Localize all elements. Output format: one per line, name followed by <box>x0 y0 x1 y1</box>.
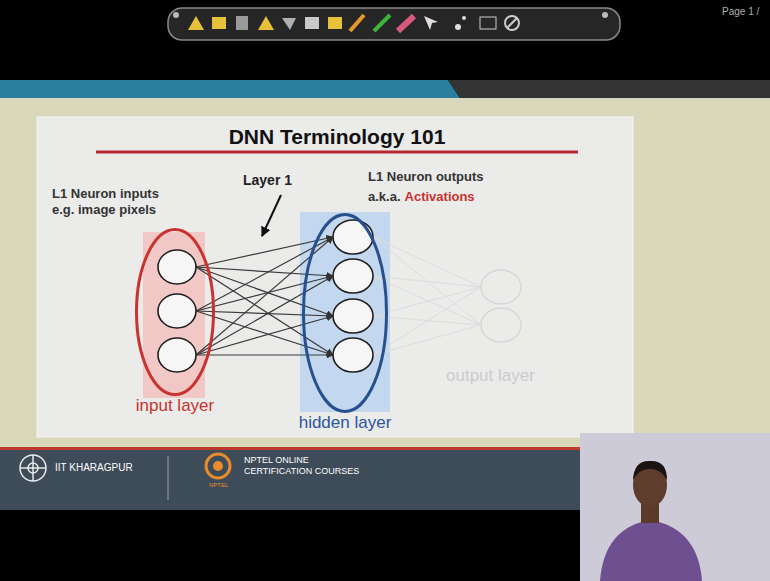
connection-line <box>373 276 481 325</box>
logo-ring <box>206 454 230 478</box>
input-layer-fill <box>143 232 205 398</box>
layer-label: hidden layer <box>299 413 392 433</box>
toolbar-dot <box>602 12 608 18</box>
toolbar <box>168 8 620 40</box>
logo-ring <box>20 455 46 481</box>
connection-line <box>196 354 333 355</box>
logo-spoke <box>32 455 34 481</box>
layer-outline <box>302 213 388 413</box>
hidden-layer-fill <box>300 212 390 412</box>
footer-separator <box>168 456 169 500</box>
toolbar-icon <box>507 18 517 28</box>
annotation-group: L1 Neuron outputs a.k.a.Activations <box>368 166 520 206</box>
pencil-icon <box>350 15 364 31</box>
iit-logo <box>20 455 46 481</box>
faded-layer-label: output layer <box>446 366 535 386</box>
faint-connections <box>373 237 481 355</box>
nptel-logo <box>206 454 230 478</box>
neuron <box>481 270 521 304</box>
toolbar-icon <box>505 16 519 30</box>
institute-name: IIT KHARAGPUR <box>55 462 133 474</box>
toolbar-icon <box>258 16 274 30</box>
logo-caption: NPTEL <box>209 482 228 489</box>
neuron <box>481 308 521 342</box>
input-layer-ellipse: input layer <box>133 228 218 416</box>
toolbar-icon <box>305 17 319 29</box>
toolbar-icon <box>282 18 296 30</box>
connection-line <box>196 311 333 355</box>
toolbar-icon <box>328 17 342 29</box>
toolbar-bar <box>168 8 620 40</box>
title-underline <box>96 151 578 154</box>
logo-core <box>213 461 223 471</box>
title-band <box>0 80 460 98</box>
highlight-term: Activations <box>405 189 475 204</box>
layer-ellipse <box>137 230 214 395</box>
presenter-video <box>580 433 770 581</box>
neuron <box>333 220 373 254</box>
layer-label: Layer 1 <box>243 172 292 189</box>
toolbar-dot <box>173 12 179 18</box>
page-number: Page 1 / <box>722 6 759 18</box>
toolbar-icon <box>212 17 226 29</box>
toolbar-icon <box>236 16 248 30</box>
leader-arrow <box>262 195 281 236</box>
toolbar-icon <box>462 16 466 20</box>
layer-ellipse <box>304 215 387 412</box>
presenter-hair <box>633 461 667 480</box>
video-background <box>580 433 770 581</box>
pen-icon <box>374 15 390 31</box>
layer-outline <box>135 228 215 396</box>
connection-line <box>373 325 481 355</box>
toolbar-icon <box>455 24 461 30</box>
connection-line <box>196 316 333 355</box>
faint-neurons <box>481 270 521 342</box>
neuron <box>158 294 196 328</box>
presenter-shirt <box>600 520 702 581</box>
toolbar-icon <box>480 17 496 29</box>
layer-label: input layer <box>136 396 214 416</box>
toolbar-icon <box>188 16 204 30</box>
neurons <box>158 220 373 372</box>
connection-line <box>373 276 481 287</box>
hidden-layer-ellipse: hidden layer <box>296 213 395 433</box>
neuron <box>333 259 373 293</box>
connection-line <box>373 287 481 355</box>
connection-line <box>196 276 333 355</box>
neuron <box>333 338 373 372</box>
slide-title: DNN Terminology 101 <box>137 124 537 149</box>
connection-line <box>373 237 481 287</box>
neuron <box>158 250 196 284</box>
connection-line <box>373 237 481 325</box>
connection-line <box>196 276 333 311</box>
neuron <box>333 299 373 333</box>
slide-background <box>0 98 770 450</box>
connection-line <box>196 267 333 355</box>
slide-panel <box>37 117 633 437</box>
course-name: NPTEL ONLINE CERTIFICATION COURSES <box>244 455 376 477</box>
pointer-icon <box>424 16 438 30</box>
connection-line <box>373 287 481 316</box>
neuron <box>158 338 196 372</box>
title-band-dark <box>448 80 770 98</box>
eraser-icon <box>398 16 414 31</box>
annotation: L1 Neuron inputs e.g. image pixels <box>52 186 184 217</box>
